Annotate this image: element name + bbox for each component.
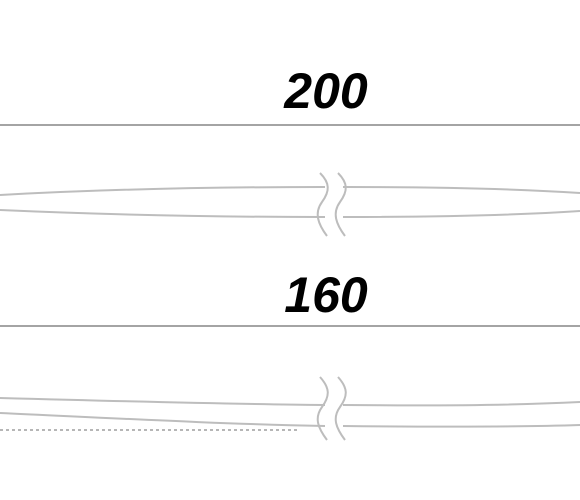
blade-outline-bottom-lower <box>0 412 326 427</box>
break-mark-top-right <box>334 172 347 237</box>
blade-outline-top-lower <box>0 209 326 218</box>
panel-bottom: 160 <box>0 267 580 441</box>
blade-outline-top-upper-right <box>342 186 580 194</box>
blade-outline-bottom-upper <box>0 397 326 406</box>
panel-top: 200 <box>0 63 580 237</box>
blade-outline-bottom-lower-right <box>342 424 580 428</box>
break-mark-bottom-right <box>334 376 347 441</box>
blade-outline-bottom-upper-right <box>342 401 580 407</box>
blade-outline-top-lower-right <box>342 210 580 218</box>
dimension-label-top: 200 <box>283 63 368 119</box>
blade-outline-top-upper <box>0 186 326 196</box>
break-mark-bottom-left <box>316 376 329 441</box>
break-mark-top-left <box>316 172 329 237</box>
dimension-label-bottom: 160 <box>284 267 368 323</box>
